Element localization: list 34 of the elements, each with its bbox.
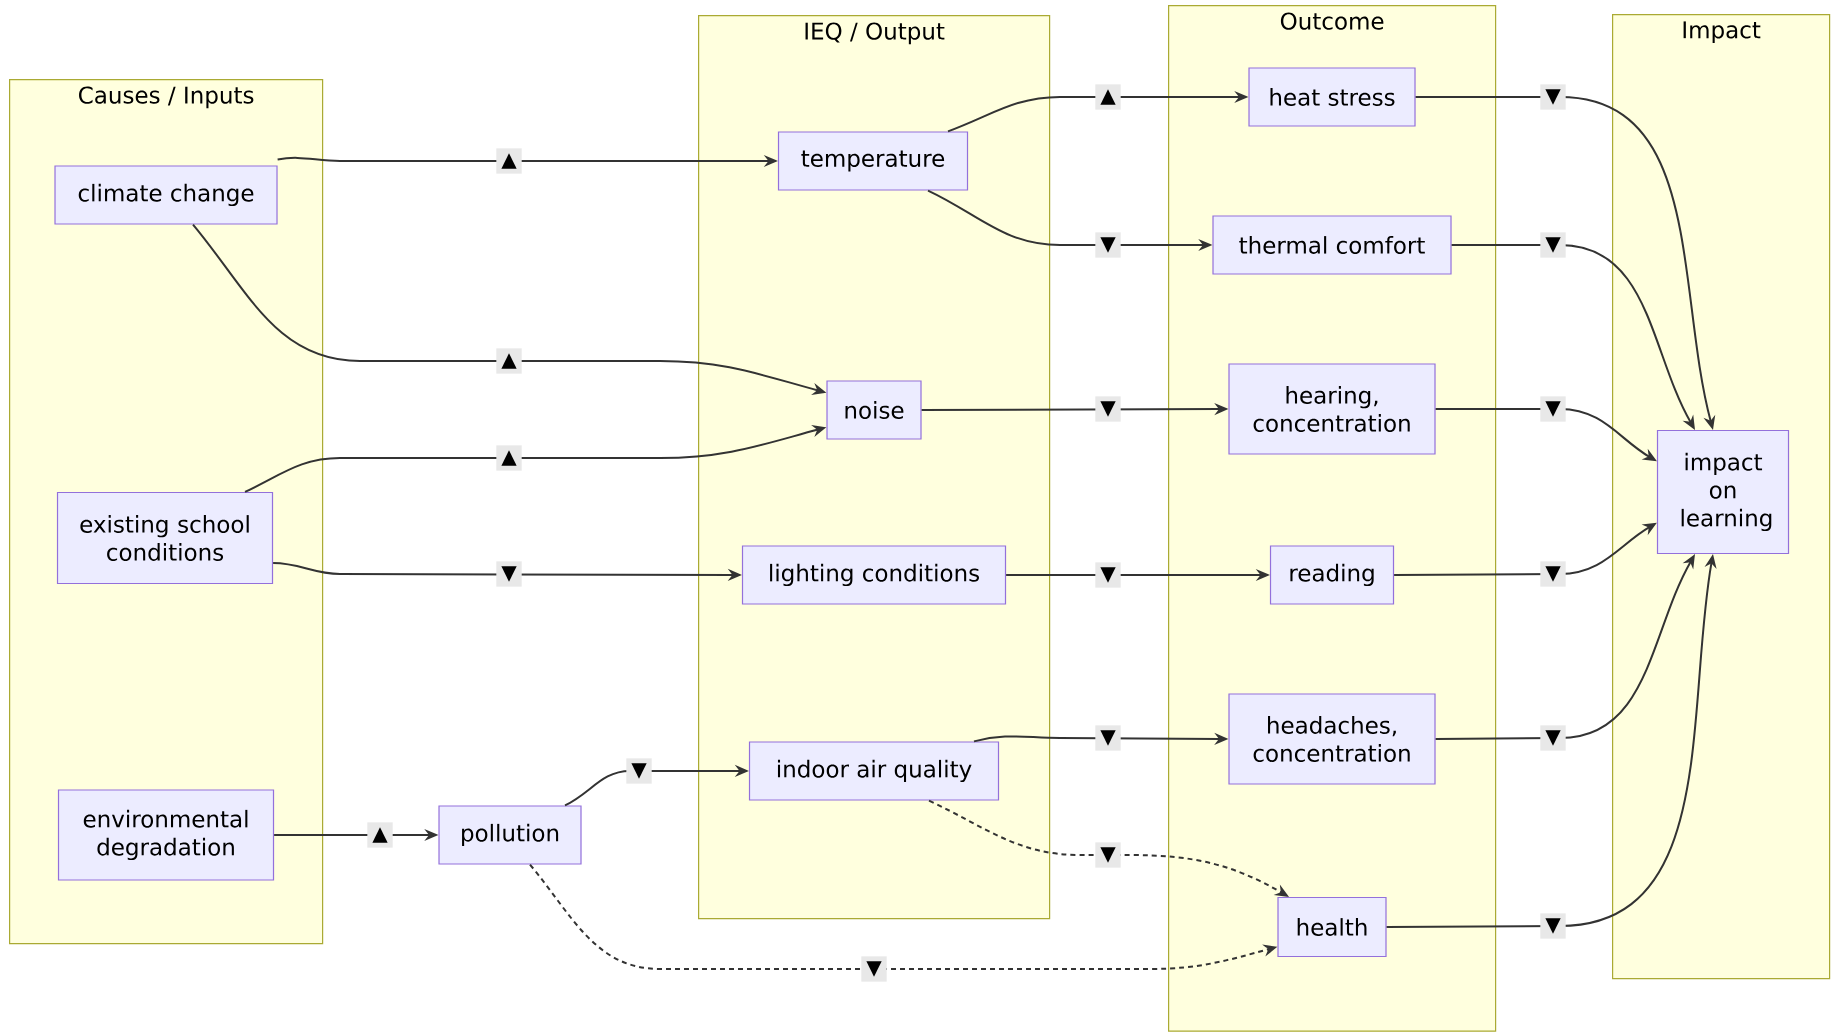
edge-label: ▲: [1095, 84, 1121, 110]
process-box: lighting conditions: [741, 545, 1007, 605]
process-box: health: [1277, 896, 1387, 958]
edge-label: ▼: [1095, 232, 1121, 258]
edge-label: ▼: [1540, 561, 1566, 587]
process-box: heat stress: [1248, 67, 1416, 127]
process-box: climate change: [54, 165, 278, 225]
edge-label: ▼: [1540, 725, 1566, 751]
edge-label: ▼: [1540, 913, 1566, 939]
process-box: environmental degradation: [57, 789, 275, 881]
process-box: indoor air quality: [748, 741, 1000, 801]
process-box: noise: [826, 380, 922, 440]
edge-label: ▼: [1540, 84, 1566, 110]
edge-label: ▼: [1095, 396, 1121, 422]
edge-label: ▼: [1540, 396, 1566, 422]
edge-label: ▼: [1540, 232, 1566, 258]
process-box: impact on learning: [1656, 429, 1790, 555]
process-box: thermal comfort: [1212, 215, 1452, 275]
edge-label: ▼: [1095, 842, 1121, 868]
edge-label: ▼: [626, 758, 652, 784]
edge-label: ▲: [496, 348, 522, 374]
edge-label: ▼: [1095, 725, 1121, 751]
process-box: reading: [1269, 545, 1395, 605]
edge-label: ▼: [1095, 562, 1121, 588]
edge-label: ▲: [367, 822, 393, 848]
process-box: temperature: [777, 131, 969, 191]
process-box: headaches, concentration: [1228, 693, 1436, 785]
edge-label: ▼: [496, 561, 522, 587]
edge-label: ▲: [496, 148, 522, 174]
process-box: existing school conditions: [56, 491, 274, 585]
process-box: pollution: [438, 805, 582, 865]
edge-label: ▼: [861, 956, 887, 982]
edge-label: ▲: [496, 445, 522, 471]
process-box: hearing, concentration: [1228, 363, 1436, 455]
